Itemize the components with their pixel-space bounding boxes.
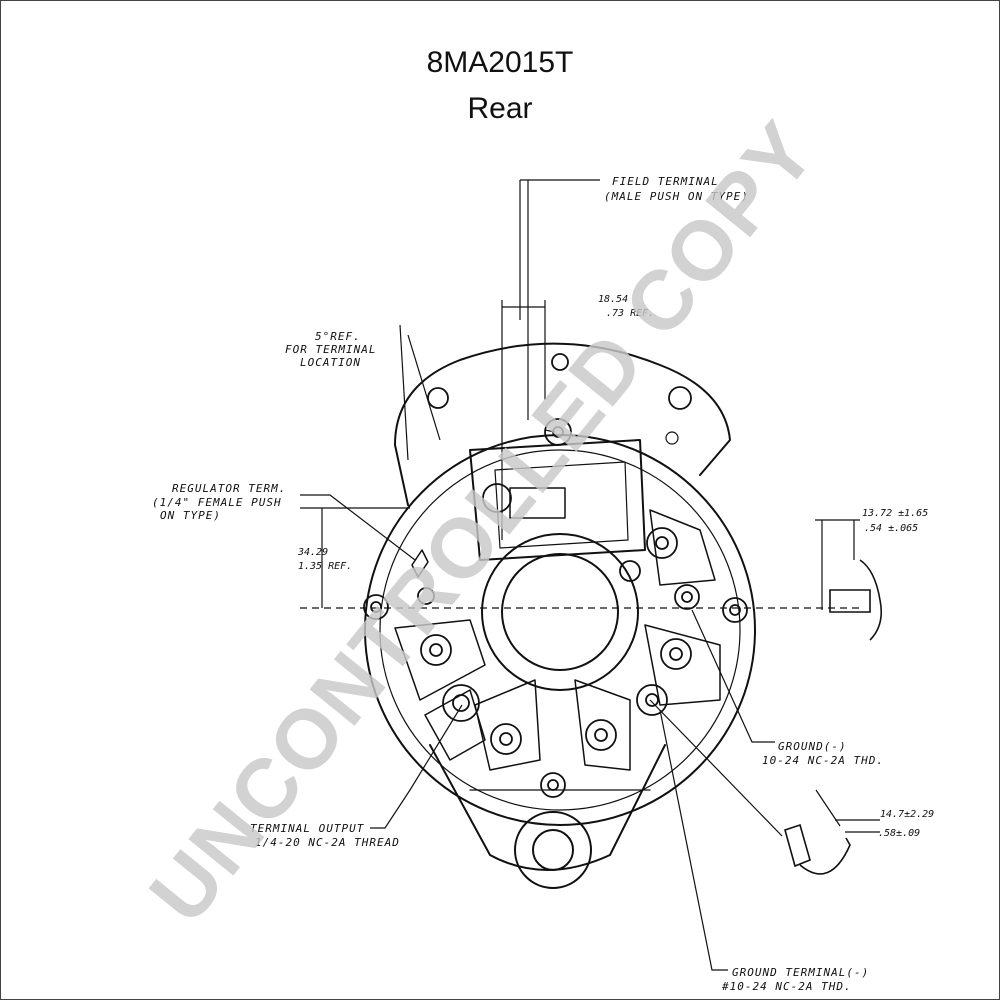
five-ref-sublabel: FOR TERMINAL	[285, 343, 376, 356]
housing-ring	[379, 449, 741, 811]
center-bearing-inner	[501, 553, 619, 671]
dim-58-09: .58±.09	[878, 828, 920, 839]
dim-54-065: .54 ±.065	[864, 523, 918, 534]
ground-terminal-label: GROUND TERMINAL(-)	[732, 966, 869, 979]
uncontrolled-copy-watermark: UNCONTROLLED COPY	[131, 104, 833, 940]
terminal-output-label: TERMINAL OUTPUT	[250, 822, 365, 835]
page-subtitle: Rear	[467, 92, 533, 125]
ground-label: GROUND(-)	[778, 740, 847, 753]
regulator-term-label: REGULATOR TERM.	[172, 482, 286, 495]
page-title: 8MA2015T	[426, 46, 574, 79]
dim-1-35-ref: 1.35 REF.	[298, 561, 352, 572]
ground-sublabel: 10-24 NC-2A THD.	[762, 754, 884, 767]
dim-18-54: 18.54	[598, 294, 628, 305]
ground-terminal-sublabel: #10-24 NC-2A THD.	[721, 980, 852, 993]
center-bearing-outer	[481, 533, 639, 691]
lug-bore-outer	[514, 811, 592, 889]
dim-14-7: 14.7±2.29	[880, 809, 934, 820]
dim-13-72: 13.72 ±1.65	[862, 508, 928, 519]
regulator-term-sublabel-2: ON TYPE)	[160, 509, 221, 522]
dim-73-ref: .73 REF.	[606, 308, 654, 319]
five-ref-sublabel-2: LOCATION	[300, 356, 361, 369]
field-terminal-label: FIELD TERMINAL	[612, 175, 719, 188]
ground-stud-detail	[829, 589, 871, 613]
lug-bore-inner	[532, 829, 574, 871]
terminal-studs	[363, 353, 748, 798]
regulator-box	[469, 439, 646, 561]
terminal-output-sublabel: 1/4-20 NC-2A THREAD	[255, 836, 400, 849]
regulator-term-sublabel: (1/4" FEMALE PUSH	[152, 496, 282, 509]
field-terminal-sublabel: (MALE PUSH ON TYPE)	[604, 190, 749, 203]
five-ref-label: 5°REF.	[315, 330, 361, 343]
housing-outer	[364, 434, 756, 826]
mounting-ear-top	[394, 342, 731, 506]
dim-34-29: 34.29	[297, 547, 328, 558]
